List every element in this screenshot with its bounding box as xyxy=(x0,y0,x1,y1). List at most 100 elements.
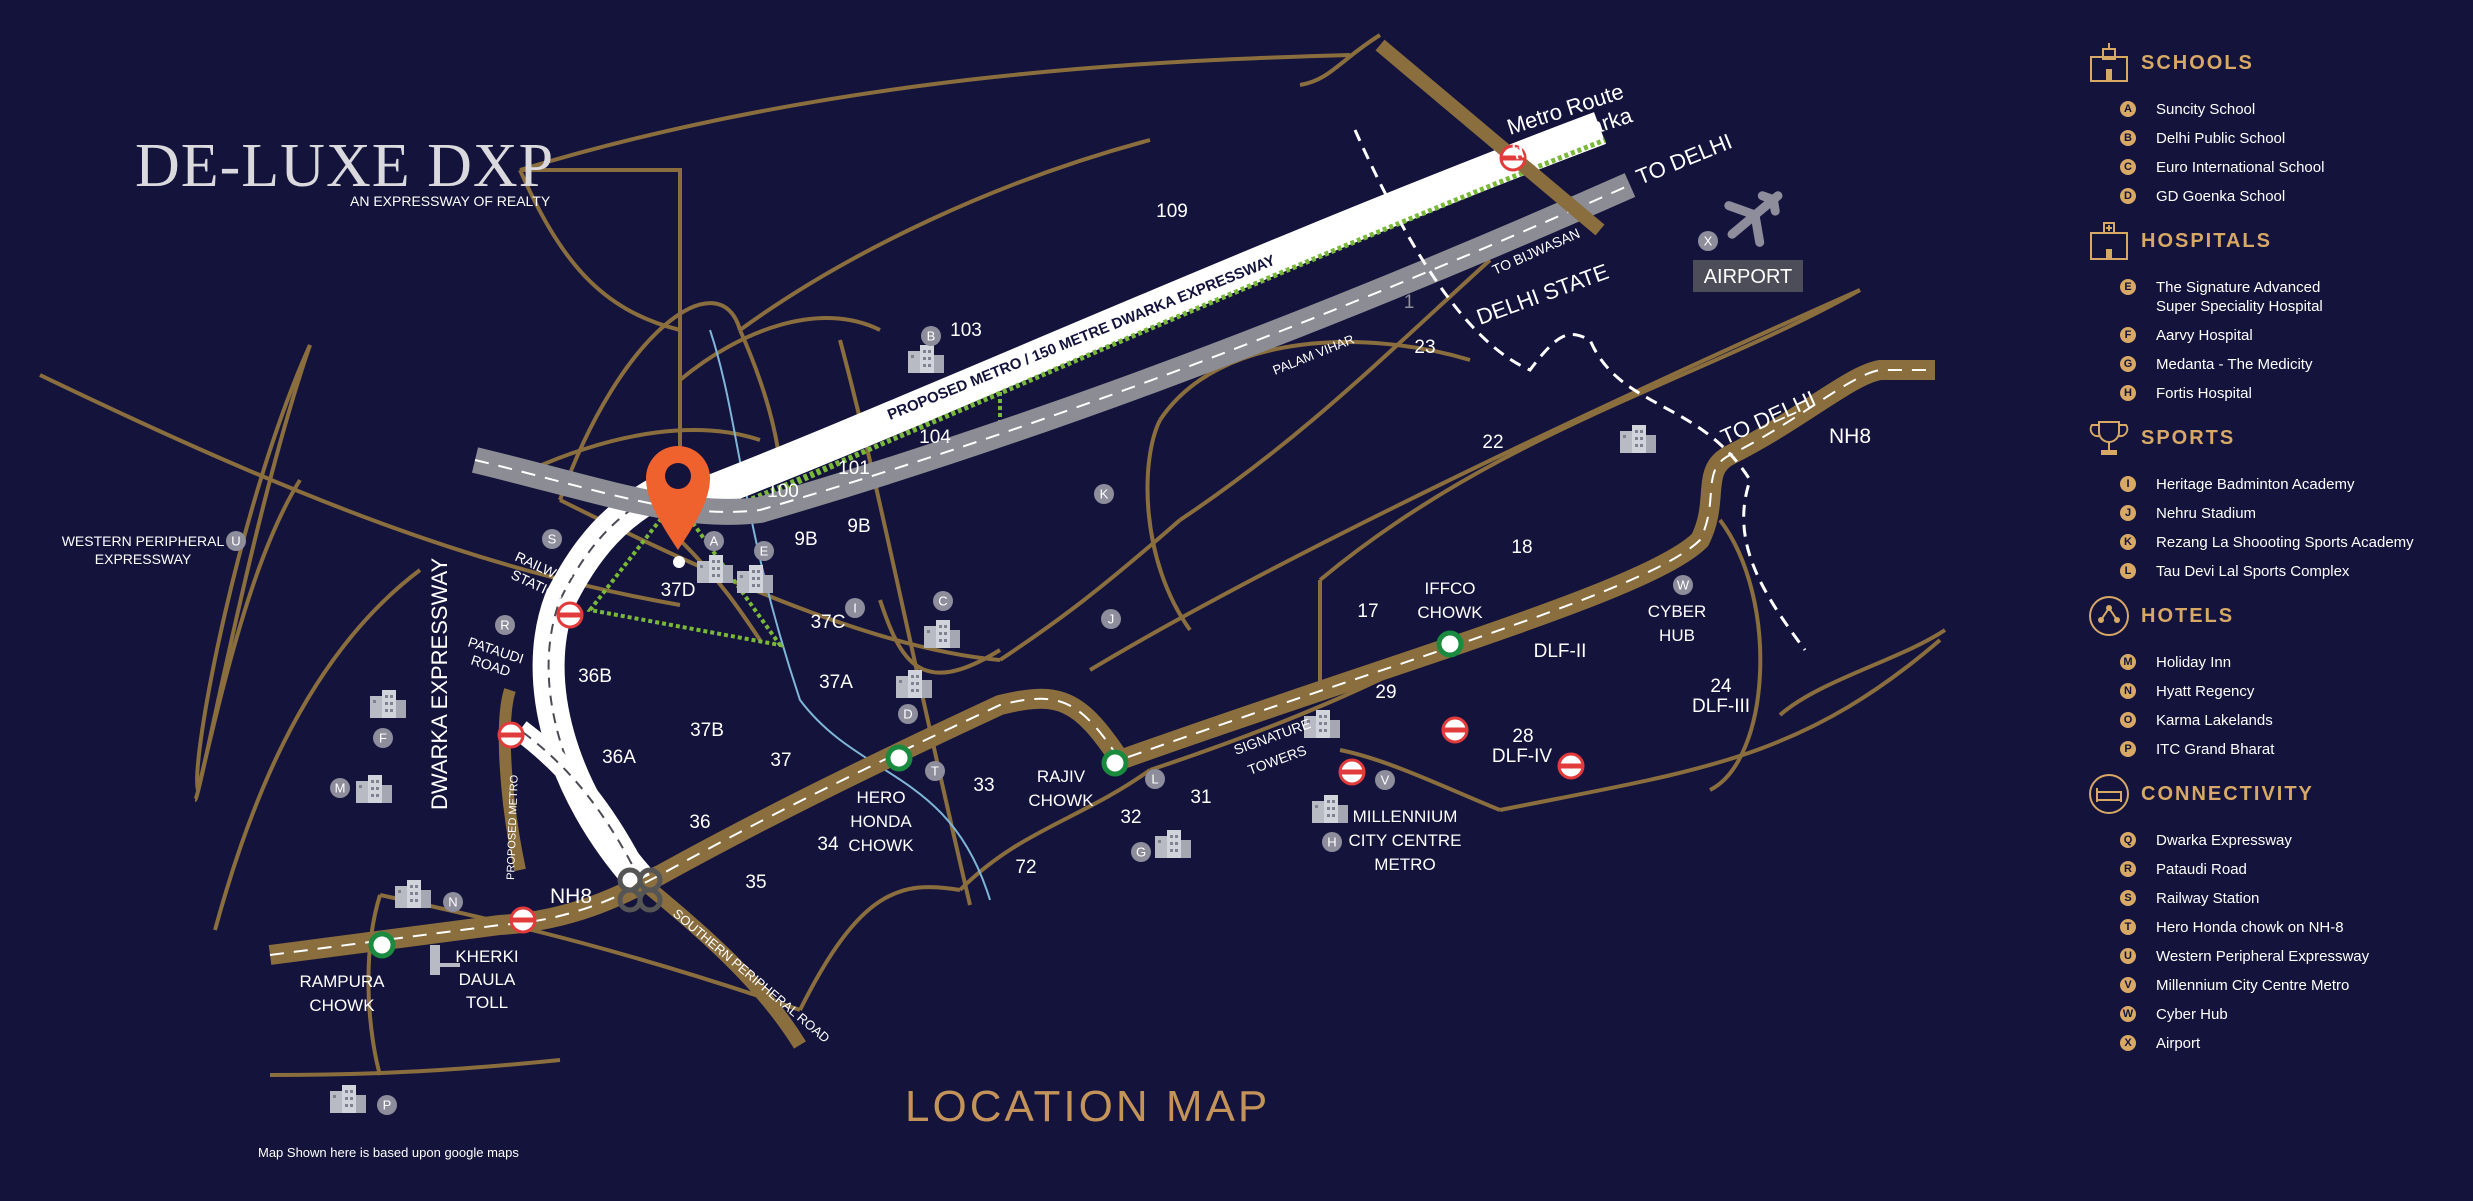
legend-item-label: Airport xyxy=(2156,1035,2201,1052)
proposed-metro-line xyxy=(498,688,526,872)
brand-name: DE-LUXE DXP xyxy=(135,132,555,200)
legend-letter-badge: L xyxy=(2120,563,2136,579)
rajiv-chowk-label-1: RAJIV xyxy=(1037,767,1086,786)
legend-item-label: Railway Station xyxy=(2156,890,2260,907)
building-icon xyxy=(896,670,932,698)
sector-36: 36 xyxy=(689,812,710,833)
poi-marker-a: A xyxy=(704,531,724,551)
legend-letter-badge: X xyxy=(2120,1035,2136,1051)
legend-letter-badge: T xyxy=(2120,919,2136,935)
svg-text:U: U xyxy=(231,534,240,549)
cyber-hub-label-2: HUB xyxy=(1659,626,1695,645)
legend-item-label: Euro International School xyxy=(2156,159,2325,176)
poi-marker-f: F xyxy=(373,728,393,748)
sector-101: 101 xyxy=(838,458,870,479)
legend-letter-badge: K xyxy=(2120,534,2136,550)
building-icon xyxy=(1620,425,1656,453)
poi-marker-p: P xyxy=(377,1095,397,1115)
cloverleaf-interchange-icon xyxy=(617,867,663,913)
sector-36a: 36A xyxy=(602,747,636,768)
project-location-pin-icon xyxy=(646,446,710,550)
legend-item-label: Suncity School xyxy=(2156,101,2256,118)
svg-text:L: L xyxy=(1151,772,1158,787)
hospital-icon xyxy=(2085,218,2133,264)
sector-37a: 37A xyxy=(819,672,853,693)
to-delhi-label: TO DELHI xyxy=(1633,129,1736,190)
svg-text:T: T xyxy=(931,764,939,779)
legend-letter-badge: S xyxy=(2120,890,2136,906)
svg-text:P: P xyxy=(383,1098,392,1113)
legend-letter-badge: G xyxy=(2120,356,2136,372)
hero-honda-label-1: HERO xyxy=(856,788,905,807)
poi-marker-b: B xyxy=(921,326,941,346)
legend-letter-badge: D xyxy=(2120,188,2136,204)
poi-marker-t: T xyxy=(925,761,945,781)
sector-103: 103 xyxy=(950,320,982,341)
connectivity-icon xyxy=(2085,771,2133,817)
building-icon xyxy=(356,775,392,803)
delhi-state-boundary xyxy=(1353,129,1807,651)
legend-category-title: SCHOOLS xyxy=(2141,51,2254,74)
svg-text:W: W xyxy=(1677,578,1690,593)
hero-honda-label-3: CHOWK xyxy=(848,836,914,855)
dlf-4-label: DLF-IV xyxy=(1492,746,1553,767)
svg-text:N: N xyxy=(448,895,457,910)
svg-text:C: C xyxy=(938,594,947,609)
sector-1: 1 xyxy=(1404,292,1415,313)
legend-item-label: Rezang La Shoooting Sports Academy xyxy=(2156,534,2414,551)
sector-35: 35 xyxy=(745,872,766,893)
sector-37c: 37C xyxy=(811,612,846,633)
svg-text:A: A xyxy=(710,534,719,549)
dlf-2-label: DLF-II xyxy=(1534,641,1587,662)
building-icon xyxy=(330,1085,366,1113)
legend-item-label: Tau Devi Lal Sports Complex xyxy=(2156,563,2350,580)
legend-letter-badge: A xyxy=(2120,101,2136,117)
poi-marker-u: U xyxy=(226,531,246,551)
legend-item: X Airport xyxy=(2085,1034,2465,1053)
legend-category-title: HOSPITALS xyxy=(2141,229,2272,252)
building-icon xyxy=(370,690,406,718)
cyber-hub-label-1: CYBER xyxy=(1648,602,1707,621)
sector-24: 24 xyxy=(1710,676,1732,697)
nh8-road xyxy=(268,360,1935,965)
airport-label: AIRPORT xyxy=(1704,266,1793,288)
sector-labels: 109 103 104 101 100 9B 9B 37D 37C 37A 36… xyxy=(578,201,1732,893)
legend-item: K Rezang La Shoooting Sports Academy xyxy=(2085,533,2465,552)
poi-marker-h: H xyxy=(1322,832,1342,852)
legend-letter-badge: E xyxy=(2120,279,2136,295)
metro-sign-icon xyxy=(1440,716,1470,744)
sector-37b: 37B xyxy=(690,720,724,741)
sector-36b: 36B xyxy=(578,666,612,687)
svg-text:J: J xyxy=(1108,612,1115,627)
svg-text:S: S xyxy=(548,532,557,547)
svg-text:B: B xyxy=(927,329,936,344)
sector-22: 22 xyxy=(1482,432,1503,453)
svg-text:E: E xyxy=(760,544,769,559)
legend-letter-badge: O xyxy=(2120,712,2136,728)
building-icon xyxy=(697,555,733,583)
sector-23: 23 xyxy=(1414,337,1435,358)
hero-honda-label-2: HONDA xyxy=(850,812,912,831)
hotel-icon xyxy=(2085,593,2133,639)
millennium-label-1: MILLENNIUM xyxy=(1353,807,1458,826)
svg-text:M: M xyxy=(335,781,346,796)
poi-marker-x: X xyxy=(1698,231,1718,251)
poi-marker-n: N xyxy=(443,892,463,912)
legend-category-title: HOTELS xyxy=(2141,604,2235,627)
poi-marker-s: S xyxy=(542,529,562,549)
metro-sign-icon xyxy=(555,601,585,629)
